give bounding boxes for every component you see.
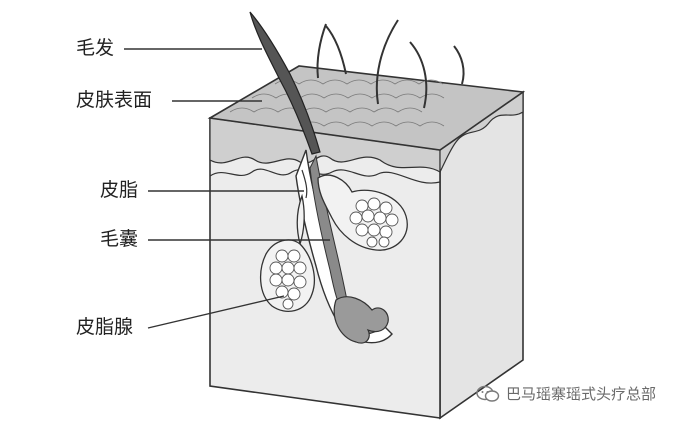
watermark-text: 巴马瑶寨瑶式头疗总部: [506, 383, 656, 404]
watermark: 巴马瑶寨瑶式头疗总部: [476, 383, 656, 404]
label-sebaceous-gland: 皮脂腺: [76, 318, 133, 337]
label-hair: 毛发: [76, 39, 114, 58]
wechat-logo-icon: [476, 385, 500, 403]
label-skin-surface: 皮肤表面: [76, 91, 152, 110]
label-follicle: 毛囊: [100, 230, 138, 249]
label-sebum: 皮脂: [100, 181, 138, 200]
